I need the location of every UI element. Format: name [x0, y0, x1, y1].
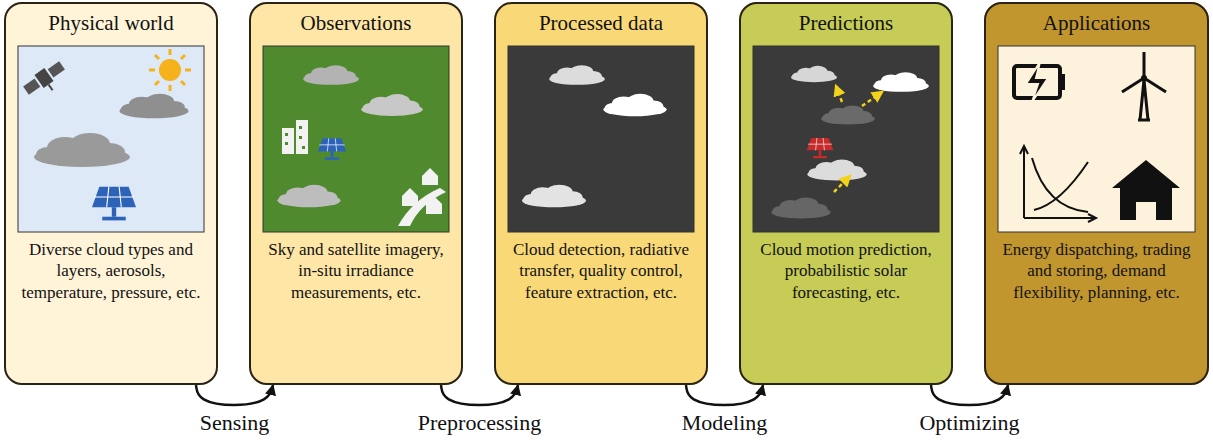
stage-heading: Processed data [496, 4, 706, 45]
stage-description: Energy dispatching, trading and storing,… [986, 239, 1207, 303]
panel-ground [739, 2, 953, 385]
step-label: Modeling [680, 410, 770, 436]
stage-description: Diverse cloud types and layers, aerosols… [6, 239, 216, 303]
step-label: Optimizing [917, 410, 1021, 436]
stage-heading: Physical world [6, 4, 216, 45]
panel-ground [984, 2, 1209, 385]
stage-heading: Applications [986, 4, 1207, 45]
stage-panel: Processed dataCloud detection, radiative… [494, 2, 708, 385]
panel-ground [249, 2, 463, 385]
panel-ground [4, 2, 218, 385]
stage-panel: ApplicationsEnergy dispatching, trading … [984, 2, 1209, 385]
stage-description: Sky and satellite imagery, in-situ irrad… [251, 239, 461, 303]
sky-scene [18, 46, 204, 232]
ground-scene [263, 46, 449, 232]
stage-description: Cloud detection, radiative transfer, qua… [496, 239, 706, 303]
stage-heading: Predictions [741, 4, 951, 45]
stage-panel: ObservationsSky and satellite imagery, i… [249, 2, 463, 385]
application-icons [998, 46, 1195, 232]
stage-arrow [196, 385, 273, 405]
stage-arrow [931, 385, 1008, 405]
cloud-mask [508, 46, 694, 232]
stage-panel: Physical worldDiverse cloud types and la… [4, 2, 218, 385]
stage-description: Cloud motion prediction, probabilistic s… [741, 239, 951, 303]
stage-arrow [686, 385, 763, 405]
cloud-motion [753, 46, 939, 232]
stage-panel: PredictionsCloud motion prediction, prob… [739, 2, 953, 385]
panel-ground [494, 2, 708, 385]
step-label: Preprocessing [416, 410, 543, 436]
stage-arrow [441, 385, 518, 405]
step-label: Sensing [198, 410, 272, 436]
stage-heading: Observations [251, 4, 461, 45]
